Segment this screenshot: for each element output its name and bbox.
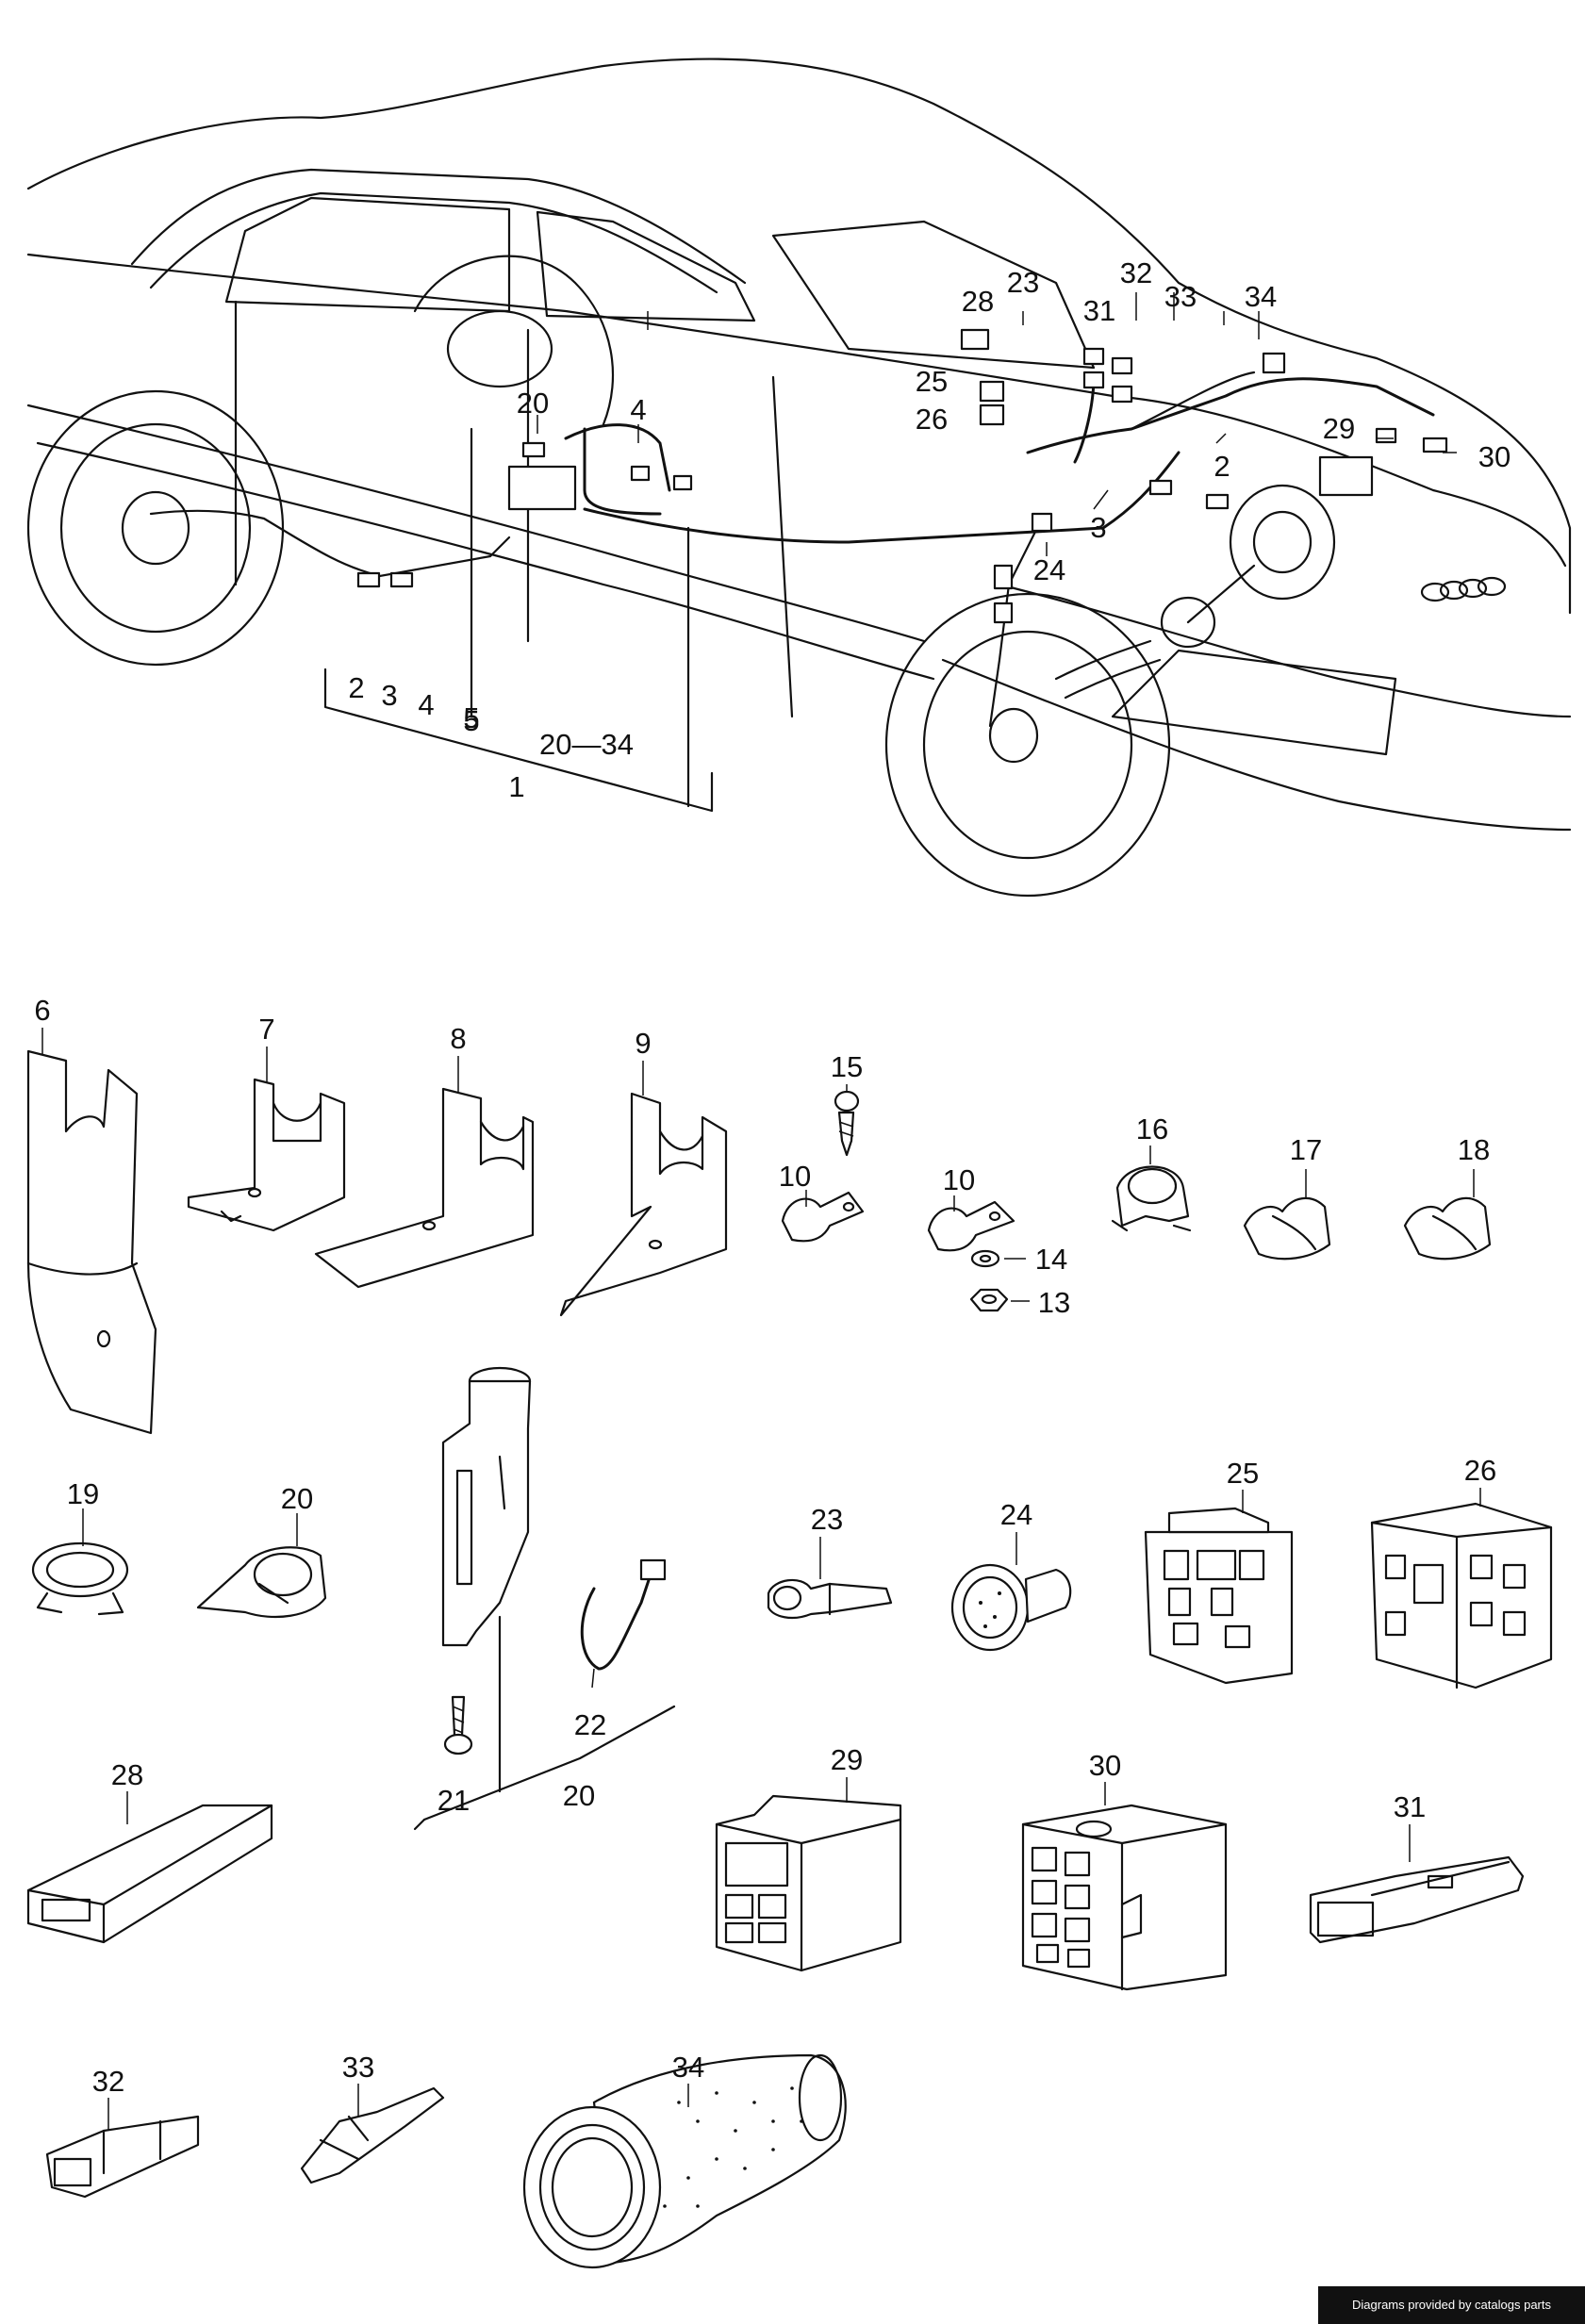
part-12-nut [969, 1288, 1009, 1312]
part-34-texture-dots [663, 2086, 803, 2208]
callout-14: 15 [831, 1050, 863, 1083]
part-15-clip [1111, 1165, 1192, 1232]
callout-34: 34 [1245, 280, 1277, 313]
callout-32: 32 [1120, 256, 1152, 289]
callout-15: 16 [1136, 1113, 1168, 1146]
callout-26-part: 26 [1464, 1454, 1496, 1487]
callout-28: 28 [962, 285, 994, 318]
callout-2: 2 [1214, 450, 1230, 483]
callout-22: 22 [574, 1708, 606, 1741]
callout-24-part: 24 [1000, 1498, 1032, 1531]
callout-34-part: 34 [672, 2051, 704, 2084]
callout-25-part: 25 [1227, 1457, 1259, 1490]
part-19-clip [196, 1546, 327, 1619]
part-29-connector-housing [715, 1794, 902, 1972]
callout-13: 14 [1035, 1243, 1067, 1276]
part-28-flat-connector [26, 1804, 273, 1944]
callout-5: 5 [463, 704, 479, 737]
callout-29-part: 29 [831, 1743, 863, 1776]
part-25-connector-housing [1144, 1507, 1294, 1685]
callout-6: 6 [34, 994, 50, 1027]
callout-31-part: 31 [1394, 1790, 1426, 1823]
callout-labels: 23 28 32 31 33 34 25 26 29 30 2 3 24 20 … [34, 256, 1511, 2098]
callout-25: 25 [916, 365, 948, 398]
callout-23-part: 23 [811, 1503, 843, 1536]
callout-9: 9 [635, 1027, 651, 1060]
callout-24: 24 [1033, 553, 1065, 586]
part-6-bracket [26, 1049, 157, 1435]
callout-19: 20 [281, 1482, 313, 1515]
callout-12: 13 [1038, 1286, 1070, 1319]
callout-10-left: 10 [779, 1160, 811, 1193]
part-21-screw [443, 1695, 473, 1755]
callout-7: 7 [258, 1013, 274, 1046]
part-18-clip [31, 1541, 129, 1616]
callout-20-part: 20 [563, 1779, 595, 1812]
group-item-5: 5 [463, 701, 479, 734]
part-17-clip [1403, 1196, 1492, 1261]
callout-18: 19 [67, 1477, 99, 1510]
part-10-clip-right [927, 1200, 1015, 1252]
callout-32-part: 32 [92, 2065, 124, 2098]
part-31-flat-connector [1309, 1855, 1525, 1944]
callout-21: 21 [438, 1784, 470, 1817]
callout-26: 26 [916, 403, 948, 436]
callout-23: 23 [1007, 266, 1039, 299]
part-10-clip-left [781, 1191, 865, 1243]
group-range-20-34: 20—34 [539, 728, 634, 761]
part-32-flat-connector [45, 2115, 200, 2199]
callout-16: 17 [1290, 1133, 1322, 1166]
callout-20: 20 [517, 387, 549, 420]
part-14-screw [834, 1090, 860, 1157]
callout-28-part: 28 [111, 1758, 143, 1791]
part-34-grommet-sleeve [522, 2053, 847, 2269]
group-item-3: 3 [381, 679, 397, 712]
callout-8: 8 [450, 1022, 466, 1055]
part-30-connector-housing [1021, 1804, 1228, 1991]
part-24-grommet [950, 1563, 1072, 1652]
group-assembly-1: 1 [508, 770, 524, 803]
callout-30: 30 [1478, 440, 1511, 473]
car-overview-illustration [26, 58, 1572, 898]
group-item-2: 2 [348, 671, 364, 704]
callout-29: 29 [1323, 412, 1355, 445]
part-16-clip [1243, 1196, 1331, 1261]
part-20-holder [441, 1366, 532, 1647]
callout-4: 4 [630, 393, 646, 426]
part-7-bracket [187, 1078, 346, 1232]
leader-lines [41, 1028, 1481, 2131]
part-23-bulb-holder [767, 1578, 893, 1620]
part-22-cable-tie [580, 1558, 667, 1671]
callout-33: 33 [1164, 280, 1197, 313]
part-20-bracket-line [422, 1705, 676, 1821]
group-item-4: 4 [418, 688, 434, 721]
part-33-flat-connector [300, 2086, 445, 2184]
callout-3: 3 [1090, 511, 1106, 544]
callout-10-right: 10 [943, 1163, 975, 1196]
part-9-bracket [559, 1092, 728, 1317]
callout-31: 31 [1083, 294, 1115, 327]
callout-30-part: 30 [1089, 1749, 1121, 1782]
part-8-bracket [314, 1087, 535, 1289]
diagram-credit-badge: Diagrams provided by catalogs parts [1318, 2286, 1585, 2324]
callout-17: 18 [1458, 1133, 1490, 1166]
part-26-connector-housing [1370, 1502, 1553, 1689]
part-13-washer [970, 1249, 1000, 1268]
callout-33-part: 33 [342, 2051, 374, 2084]
